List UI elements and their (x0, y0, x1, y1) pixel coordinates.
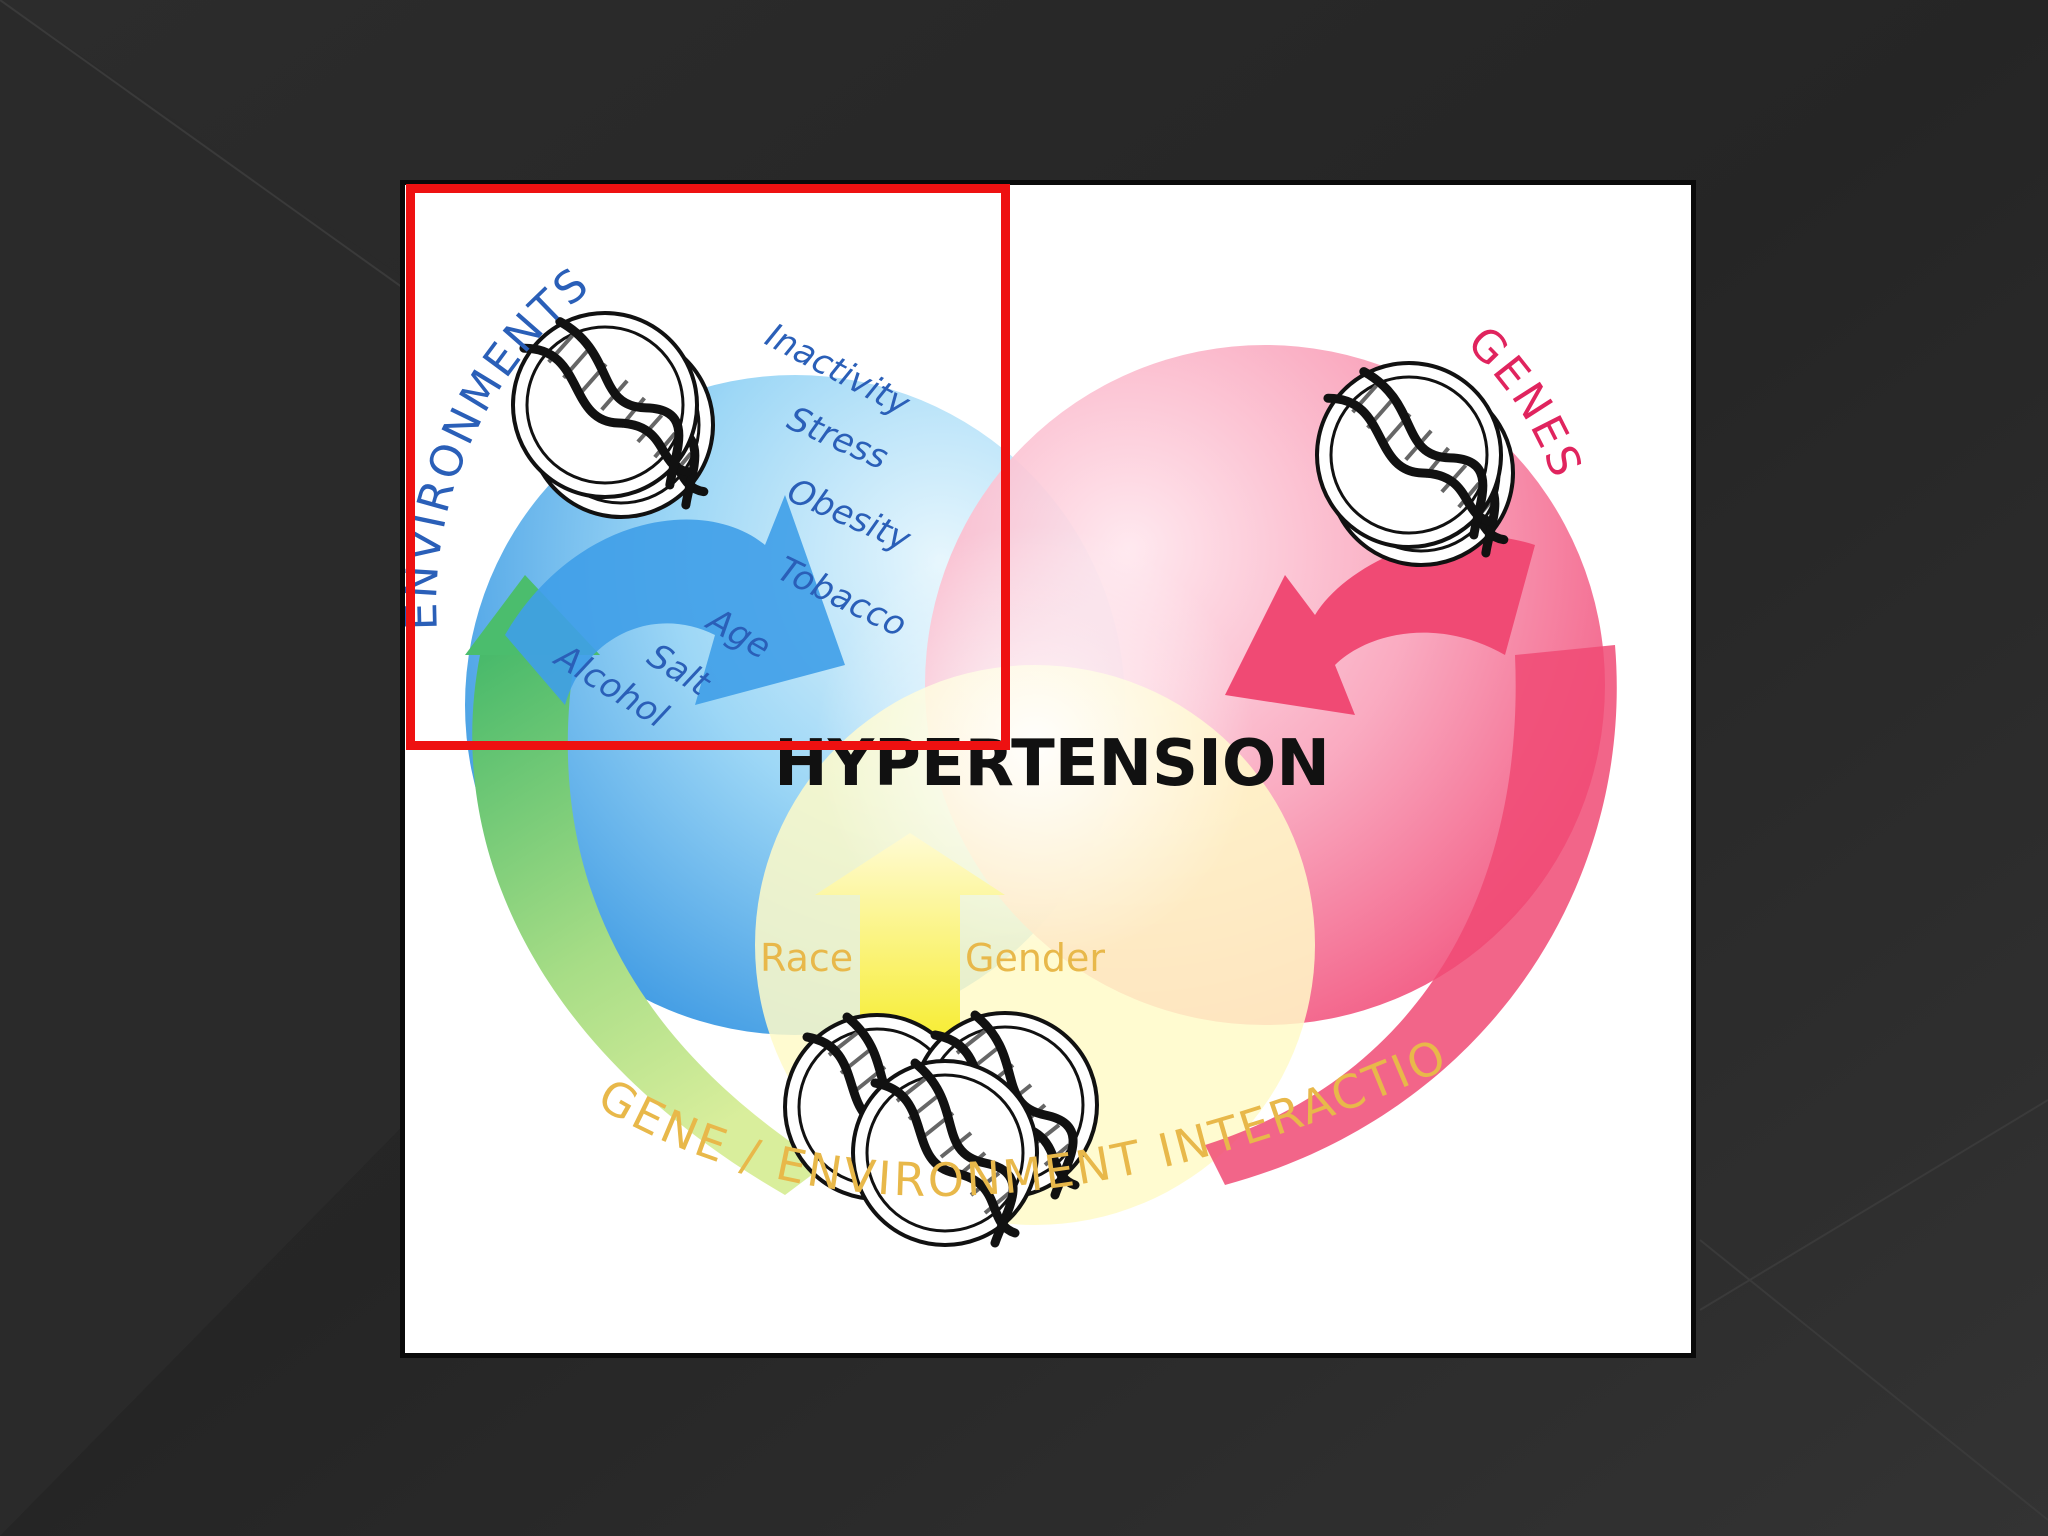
genes-arrow (1225, 535, 1535, 715)
highlight-box (406, 184, 1010, 750)
background-line (1699, 1239, 2048, 1521)
interaction-factor: Gender (965, 936, 1105, 980)
hypertension-figure: ENVIRONMENTS GENES GENE / ENVIRONMENT IN… (400, 180, 1696, 1358)
pink-loop-arrow (1205, 645, 1617, 1185)
green-loop-arrow (472, 655, 825, 1195)
hypertension-diagram: ENVIRONMENTS GENES GENE / ENVIRONMENT IN… (405, 185, 1691, 1353)
background-line (0, 0, 421, 301)
environments-arrow (505, 495, 845, 705)
background-line (1699, 1099, 2048, 1311)
center-label: HYPERTENSION (774, 727, 1330, 801)
interaction-factor: Race (760, 936, 853, 980)
